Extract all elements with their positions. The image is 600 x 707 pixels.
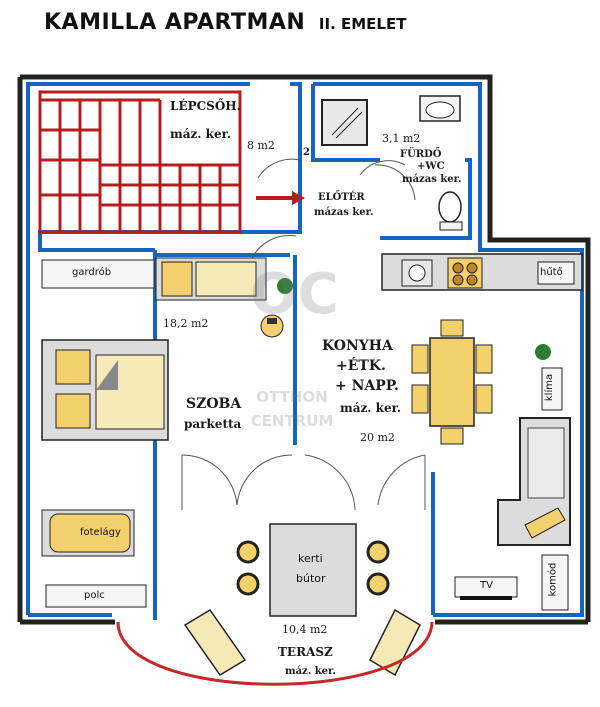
kitchen-line3: + NAPP. — [335, 378, 399, 394]
hall-floor: mázas ker. — [314, 207, 374, 218]
garden-furniture-line2: bútor — [296, 572, 326, 585]
watermark-line1: OTTHON — [256, 388, 328, 406]
shelf-label: polc — [84, 590, 105, 601]
tv-label: TV — [480, 580, 493, 591]
terrace-floor: máz. ker. — [285, 666, 336, 677]
bath-fixtures — [359, 95, 463, 231]
dining-table — [411, 319, 551, 445]
bath-name-2: +WC — [417, 161, 445, 172]
terrace-railing — [116, 621, 434, 686]
garden-table — [236, 523, 390, 617]
apartment-name: KAMILLA APARTMAN — [44, 10, 306, 35]
dresser-tv — [454, 554, 569, 611]
wardrobe-label: gardrób — [72, 267, 112, 278]
staircase — [38, 90, 242, 234]
outer-walls — [17, 74, 591, 625]
floor-level: II. EMELET — [318, 15, 407, 33]
bath-name: FÜRDŐ — [400, 149, 442, 160]
ac-label: klíma — [544, 373, 556, 402]
stairs-name: LÉPCSŐH. — [170, 99, 241, 113]
room-area: 18,2 m2 — [163, 317, 209, 330]
kitchen-name: KONYHA — [322, 338, 393, 354]
kitchen-line2: +ÉTK. — [336, 358, 386, 374]
armchair-bed — [41, 509, 135, 557]
watermark-line2: CENTRUM — [250, 412, 334, 430]
hall-name: ELŐTÉR — [318, 192, 365, 203]
bed — [41, 339, 169, 441]
kitchen-counter — [381, 253, 583, 291]
ac-unit — [541, 367, 563, 411]
dresser-label: komód — [547, 562, 559, 597]
stairs-area: 8 m2 — [247, 139, 275, 152]
bedside-set — [155, 257, 293, 338]
terrace-doors — [181, 454, 426, 511]
bath-area: 3,1 m2 — [382, 132, 421, 145]
terrace-name: TERASZ — [278, 645, 333, 659]
room-name: SZOBA — [186, 396, 242, 412]
wardrobe — [41, 259, 155, 289]
stairs-floor: máz. ker. — [170, 127, 231, 141]
bath-floor: mázas ker. — [402, 174, 462, 185]
armchair-label: fotelágy — [80, 527, 121, 538]
stair-arrow — [256, 191, 305, 205]
stairs-mark: 2 — [303, 147, 310, 158]
room-floor: parketta — [184, 417, 242, 431]
watermark-logo: OC — [250, 262, 339, 327]
sun-loungers — [183, 608, 421, 677]
shelf — [45, 584, 147, 608]
corner-sofa — [497, 417, 571, 546]
kitchen-floor: máz. ker. — [340, 401, 401, 415]
garden-furniture-line1: kerti — [298, 552, 323, 565]
plan-title: KAMILLA APARTMAN II. EMELET — [44, 10, 584, 35]
terrace-area: 10,4 m2 — [282, 623, 328, 636]
shower — [321, 99, 368, 146]
kitchen-area: 20 m2 — [360, 431, 395, 444]
fridge-label: hűtő — [540, 267, 563, 278]
